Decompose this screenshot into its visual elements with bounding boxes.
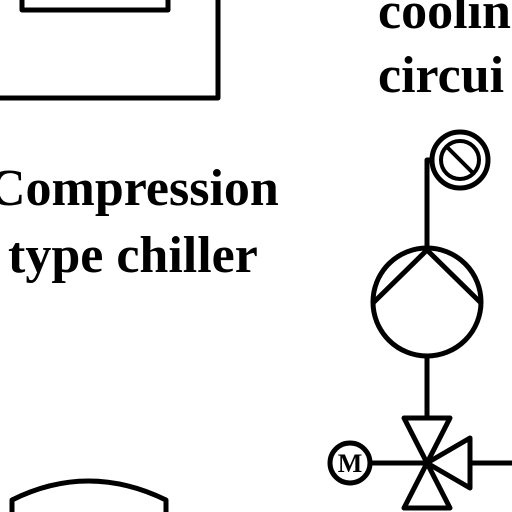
cooling-circuit-label-line1: coolin <box>378 0 511 40</box>
chiller-box <box>0 0 221 101</box>
gauge-icon <box>429 129 491 191</box>
chiller-label-line1: Compression <box>0 160 279 217</box>
gauge-line <box>424 157 435 253</box>
pump-icon <box>370 245 484 359</box>
motor-actuator-icon <box>327 440 430 486</box>
motor-letter: M <box>338 449 363 478</box>
tank-icon <box>9 478 169 512</box>
chiller-label-line2: type chiller <box>8 227 258 284</box>
cooling-circuit-label-line2: circui <box>378 47 504 104</box>
